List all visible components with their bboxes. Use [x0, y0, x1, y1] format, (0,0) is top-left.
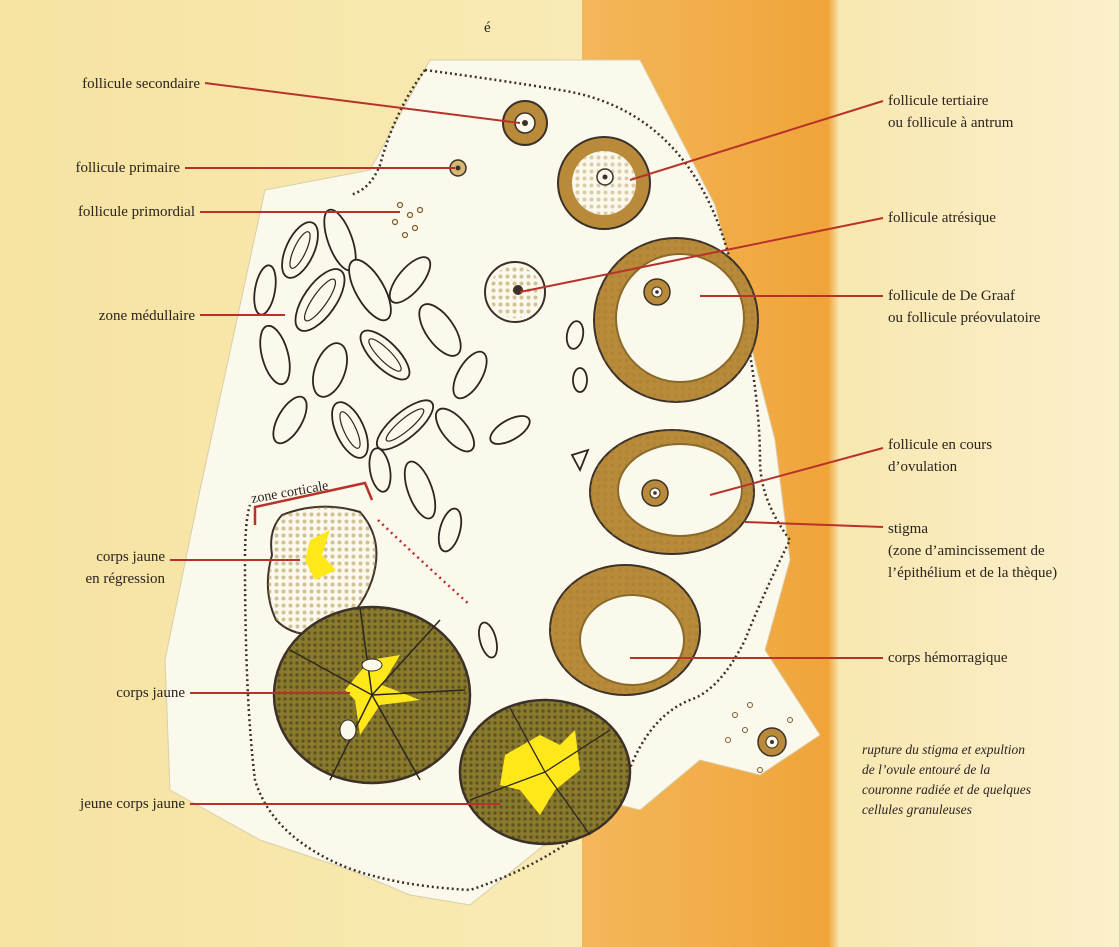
- caption-line: couronne radiée et de quelques: [862, 780, 1031, 800]
- label-stigma: stigma (zone d’amincissement de l’épithé…: [888, 518, 1057, 584]
- secondary-follicle: [503, 101, 547, 145]
- caption-line: rupture du stigma et expultion: [862, 740, 1031, 760]
- tertiary-follicle: [558, 137, 650, 229]
- label-line: corps jaune: [40, 546, 165, 568]
- label-line: follicule de De Graaf: [888, 285, 1040, 307]
- label-follicule-secondaire: follicule secondaire: [20, 73, 200, 95]
- label-line: stigma: [888, 518, 1057, 540]
- young-corpus-luteum: [460, 700, 630, 844]
- label-text: follicule primordial: [78, 204, 195, 220]
- label-text: follicule secondaire: [82, 76, 200, 92]
- label-line: l’épithélium et de la thèque): [888, 562, 1057, 584]
- atretic-follicle: [485, 262, 545, 322]
- label-line: (zone d’amincissement de: [888, 540, 1057, 562]
- label-line: follicule en cours: [888, 434, 992, 456]
- label-jeune-corps-jaune: jeune corps jaune: [15, 793, 185, 815]
- label-corps-jaune-regression: corps jaune en régression: [40, 546, 165, 590]
- label-text: follicule primaire: [75, 160, 180, 176]
- label-text: follicule atrésique: [888, 210, 996, 226]
- label-corps-hemorragique: corps hémorragique: [888, 647, 1008, 669]
- caption-line: cellules granuleuses: [862, 800, 1031, 820]
- label-text: zone médullaire: [99, 308, 195, 324]
- label-line: d’ovulation: [888, 456, 992, 478]
- corpus-luteum: [274, 607, 470, 783]
- top-mark: é: [484, 20, 491, 36]
- label-line: ou follicule préovulatoire: [888, 307, 1040, 329]
- graafian-follicle: [594, 238, 758, 402]
- ovulating-follicle: [590, 430, 754, 554]
- label-follicule-tertiaire: follicule tertiaire ou follicule à antru…: [888, 90, 1013, 134]
- label-text: jeune corps jaune: [80, 796, 185, 812]
- hemorrhagic-body: [550, 565, 700, 695]
- caption-line: de l’ovule entouré de la: [862, 760, 1031, 780]
- label-follicule-de-graaf: follicule de De Graaf ou follicule préov…: [888, 285, 1040, 329]
- caption-rupture: rupture du stigma et expultion de l’ovul…: [862, 740, 1031, 820]
- label-line: follicule tertiaire: [888, 90, 1013, 112]
- label-line: ou follicule à antrum: [888, 112, 1013, 134]
- label-follicule-ovulation: follicule en cours d’ovulation: [888, 434, 992, 478]
- label-zone-medullaire: zone médullaire: [40, 305, 195, 327]
- label-corps-jaune: corps jaune: [40, 682, 185, 704]
- label-line: en régression: [40, 568, 165, 590]
- label-follicule-primordial: follicule primordial: [15, 201, 195, 223]
- label-text: corps hémorragique: [888, 650, 1008, 666]
- label-follicule-primaire: follicule primaire: [20, 157, 180, 179]
- label-text: corps jaune: [116, 685, 185, 701]
- label-follicule-atresique: follicule atrésique: [888, 207, 996, 229]
